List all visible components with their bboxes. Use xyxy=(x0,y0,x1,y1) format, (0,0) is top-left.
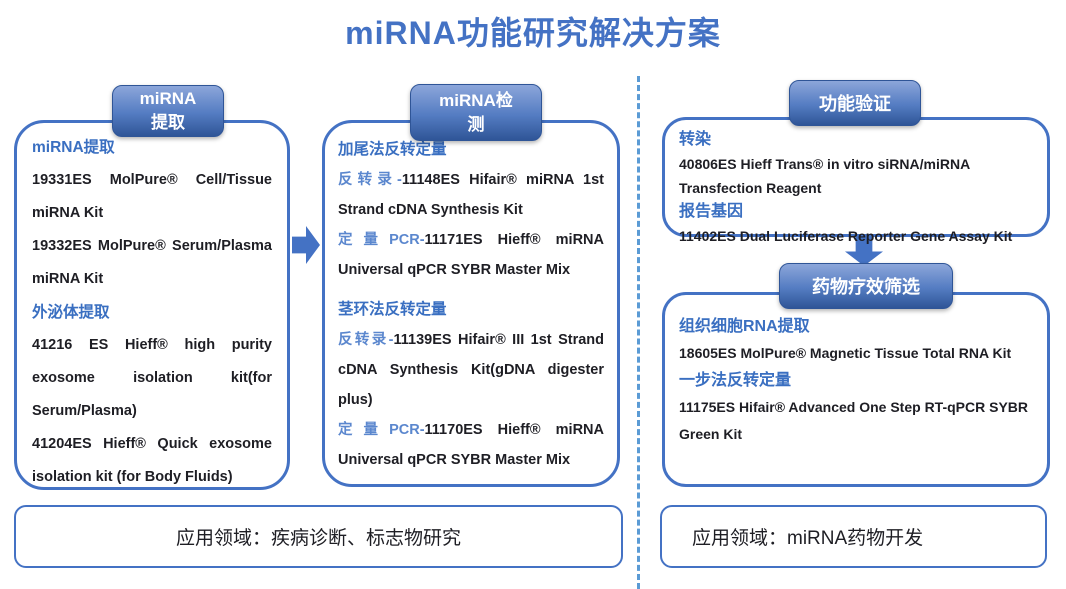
application-box-drug-dev: 应用领域：miRNA药物开发 xyxy=(660,505,1047,568)
arrow-right-icon xyxy=(292,226,320,264)
product-item: 18605ES MolPure® Magnetic Tissue Total R… xyxy=(679,345,1012,361)
product-item: 41216 ES Hieff® high purity exosome isol… xyxy=(32,337,272,419)
extraction-panel: miRNA提取 19331ES MolPure® Cell/Tissue miR… xyxy=(14,120,290,490)
page-title: miRNA功能研究解决方案 xyxy=(345,15,721,51)
product-text: 11171ES Hieff® miRNA Universal qPCR SYBR… xyxy=(338,232,604,278)
function-verification-panel: 转染 40806ES Hieff Trans® in vitro siRNA/m… xyxy=(662,117,1050,244)
extraction-badge-line2: 提取 xyxy=(151,113,185,132)
reporter-gene-heading: 报告基因 xyxy=(679,203,744,220)
product-item: 19332ES MolPure® Serum/Plasma miRNA Kit xyxy=(32,238,272,287)
extraction-badge: miRNA 提取 xyxy=(112,85,224,137)
product-text: 11148ES Hifair® miRNA 1st Strand cDNA Sy… xyxy=(338,172,604,218)
detection-badge-line1: miRNA检 xyxy=(439,90,513,110)
application-left-text: 应用领域：疾病诊断、标志物研究 xyxy=(175,528,461,549)
product-item: 19331ES MolPure® Cell/Tissue miRNA Kit xyxy=(32,172,272,221)
product-item: 定量PCR-11171ES Hieff® miRNA Universal qPC… xyxy=(338,225,604,285)
product-item: 41204ES Hieff® Quick exosome isolation k… xyxy=(32,436,272,485)
step-prefix: 定量PCR- xyxy=(338,422,425,438)
product-item: 40806ES Hieff Trans® in vitro siRNA/miRN… xyxy=(679,156,970,196)
tissue-rna-heading: 组织细胞RNA提取 xyxy=(679,318,810,335)
product-item: 11402ES Dual Luciferase Reporter Gene As… xyxy=(679,228,1013,244)
tailing-method-heading: 加尾法反转定量 xyxy=(338,141,447,158)
extraction-badge-line1: miRNA xyxy=(139,89,197,109)
drug-screening-panel: 组织细胞RNA提取 18605ES MolPure® Magnetic Tiss… xyxy=(662,292,1050,487)
extraction-section-heading: miRNA提取 xyxy=(32,139,115,156)
product-text: 11139ES Hifair® III 1st Strand cDNA Synt… xyxy=(338,332,604,408)
application-box-diagnosis: 应用领域：疾病诊断、标志物研究 xyxy=(14,505,623,568)
detection-badge-line2: 测 xyxy=(467,114,485,134)
drug-screening-badge-label: 药物疗效筛选 xyxy=(812,277,920,297)
function-verification-badge-label: 功能验证 xyxy=(819,94,891,114)
step-prefix: 反转录- xyxy=(338,332,394,348)
product-item: 反转录-11148ES Hifair® miRNA 1st Strand cDN… xyxy=(338,165,604,225)
step-prefix: 定量PCR- xyxy=(338,232,425,248)
application-right-text: 应用领域：miRNA药物开发 xyxy=(692,528,924,549)
onestep-heading: 一步法反转定量 xyxy=(679,372,792,389)
stemloop-method-heading: 茎环法反转定量 xyxy=(338,301,447,318)
product-item: 定量PCR-11170ES Hieff® miRNA Universal qPC… xyxy=(338,415,604,475)
product-item: 反转录-11139ES Hifair® III 1st Strand cDNA … xyxy=(338,325,604,415)
product-item: 11175ES Hifair® Advanced One Step RT-qPC… xyxy=(679,399,1029,442)
exosome-section-heading: 外泌体提取 xyxy=(32,304,110,321)
detection-panel: 加尾法反转定量 反转录-11148ES Hifair® miRNA 1st St… xyxy=(322,120,620,487)
product-text: 11170ES Hieff® miRNA Universal qPCR SYBR… xyxy=(338,422,604,468)
divider-line xyxy=(637,76,640,589)
detection-badge: miRNA检 测 xyxy=(410,84,542,141)
drug-screening-badge: 药物疗效筛选 xyxy=(779,263,953,309)
function-verification-badge: 功能验证 xyxy=(789,80,921,126)
step-prefix: 反转录- xyxy=(338,172,402,188)
transfection-heading: 转染 xyxy=(679,131,712,148)
